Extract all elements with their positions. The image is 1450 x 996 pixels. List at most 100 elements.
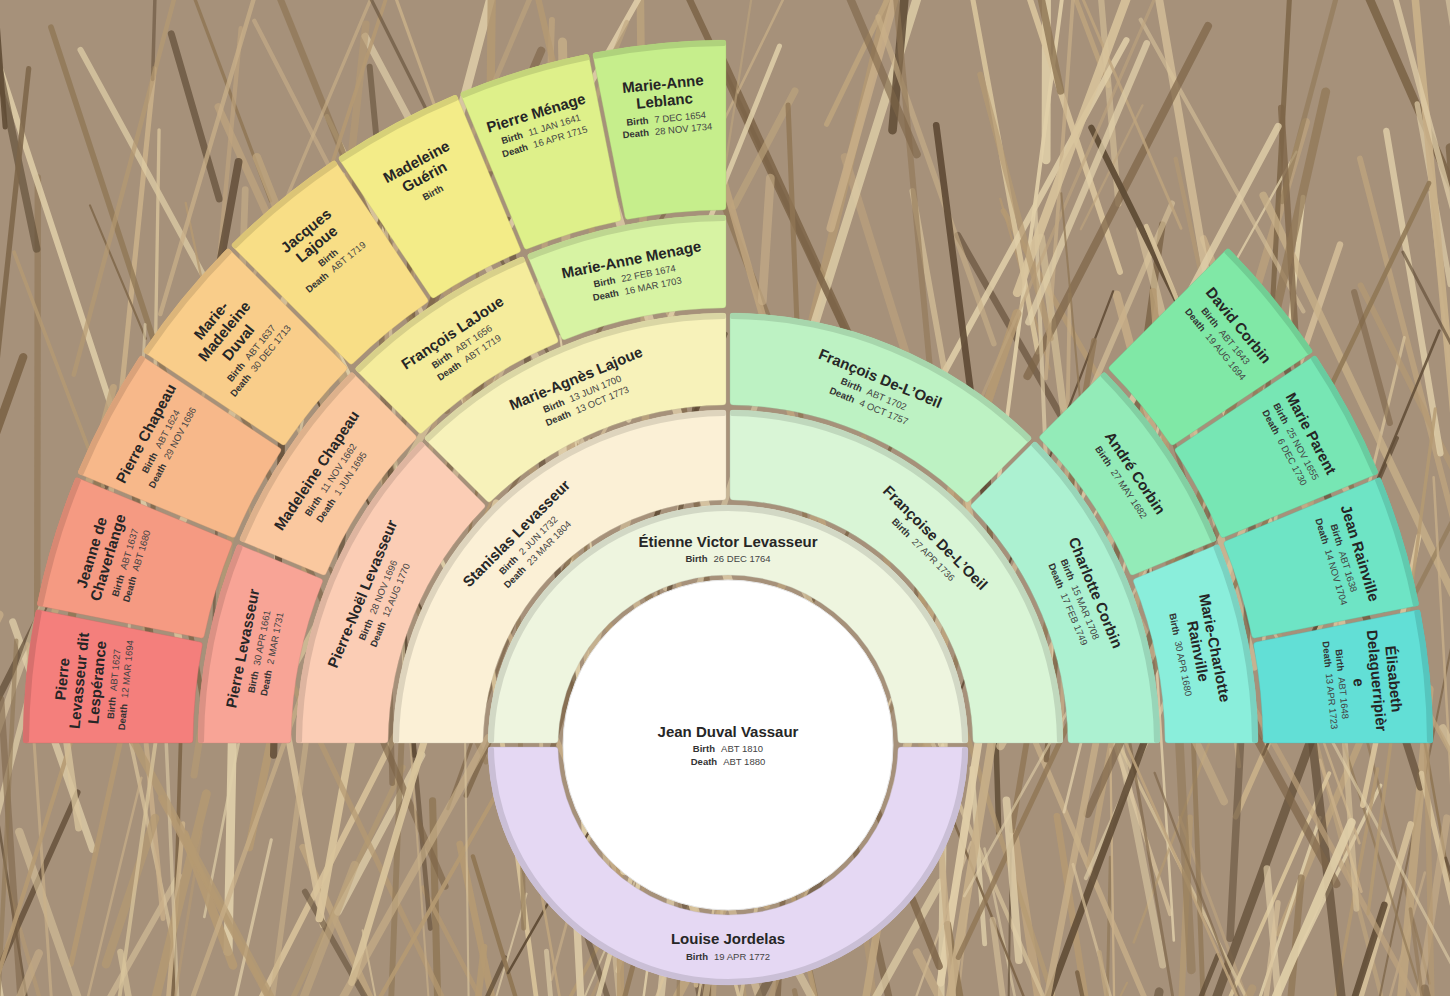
person-name: Étienne Victor Levasseur [639, 533, 818, 550]
sector-group [393, 410, 726, 743]
straw-stalk [1099, 952, 1184, 996]
sector-fill [393, 410, 726, 743]
straw-stalk [762, 178, 770, 301]
straw-stalk [1373, 0, 1450, 355]
ancestor-sector: Élisabeth DelaguerripièreBirthABT 1648De… [1250, 605, 1435, 747]
straw-stalk [844, 0, 917, 154]
sector-rim [461, 54, 590, 98]
person-name: Élisabeth Delaguerripière [1346, 626, 1408, 736]
sector-fill [1224, 478, 1419, 638]
sector-group [593, 40, 726, 219]
event-label: Death [1319, 641, 1334, 668]
sector-group [1109, 249, 1312, 445]
straw-stalk [1386, 131, 1440, 453]
straw-stalk [1282, 0, 1360, 202]
event-date: ABT 1810 [721, 743, 763, 755]
sector-rim [593, 40, 726, 59]
straw-stalk [1403, 252, 1450, 434]
event-date: ABT 1880 [723, 755, 765, 767]
straw-stalk [363, 930, 417, 996]
straw-stalk [171, 34, 219, 199]
person-name: Jean Duval Vassaur [658, 723, 799, 740]
straw-stalk [546, 951, 557, 996]
sector-shape [1250, 605, 1435, 747]
event-label: Death [691, 755, 717, 767]
straw-stalk [1354, 292, 1390, 423]
sector-fill [971, 442, 1160, 743]
sector-fill [488, 747, 968, 985]
sector-fill [1254, 610, 1433, 743]
straw-stalk [106, 818, 155, 964]
straw-stalk [1073, 864, 1199, 996]
straw-stalk [0, 357, 23, 619]
straw-stalk [403, 958, 505, 996]
sector-rim [1375, 478, 1419, 607]
straw-stalk [878, 17, 994, 344]
event-label: Death [116, 704, 131, 731]
person-label: Étienne Victor LevasseurBirth26 DEC 1764 [639, 533, 818, 566]
event-label: Birth [1332, 649, 1346, 672]
sector-group [144, 249, 347, 445]
event-label: Death [622, 126, 649, 141]
circle-fill [563, 580, 893, 910]
sector-shape [726, 408, 1065, 747]
straw-stalk [161, 865, 355, 996]
root-person-circle: Jean Duval VassaurBirthABT 1810Death ABT … [561, 578, 895, 912]
sector-group [78, 356, 281, 538]
sector-fill [730, 410, 1063, 743]
sector-fill [593, 40, 726, 219]
person-label: Jean Duval VassaurBirthABT 1810Death ABT … [658, 723, 799, 768]
straw-stalk [1431, 716, 1450, 969]
person-name: Louise Jordelas [671, 930, 785, 947]
sector-fill [78, 356, 281, 537]
person-label: Pierre Levasseur dit LespéranceBirthABT … [48, 626, 137, 739]
person-label: Marie-Anne LeblancBirth7 DEC 1654Death28… [608, 69, 722, 142]
straw-stalk [1024, 0, 1060, 91]
straw-stalk [1029, 43, 1147, 322]
straw-stalk [123, 831, 202, 996]
straw-stalk [1244, 903, 1278, 996]
straw-stalk [166, 736, 178, 996]
sector-fill [425, 313, 726, 502]
sector-group [1224, 478, 1419, 638]
straw-stalk [19, 832, 148, 996]
straw-stalk [1006, 800, 1018, 960]
straw-stalk [1434, 477, 1450, 929]
sector-rim [730, 410, 1063, 743]
straw-stalk [1017, 0, 1145, 293]
event-row: BirthABT 1810 [658, 743, 799, 755]
sector-shape [486, 743, 970, 987]
event-date: 26 DEC 1764 [714, 553, 771, 565]
straw-stalk [74, 0, 175, 375]
straw-stalk [473, 856, 518, 996]
straw-stalk [465, 726, 472, 996]
straw-stalk [423, 888, 520, 996]
event-row: Birth26 DEC 1764 [639, 553, 818, 565]
sector-fill [730, 313, 1031, 502]
sector-group [461, 54, 621, 249]
straw-stalk [546, 960, 634, 996]
ancestor-sector: Marie-Anne LeblancBirth7 DEC 1654Death28… [588, 38, 730, 223]
event-row: Birth19 APR 1772 [671, 950, 785, 962]
ancestor-sector: Stanislas LevasseurBirth2 JUN 1732Death2… [391, 408, 730, 747]
ancestor-sector: Françoise De-L’OeilBirth27 APR 1736 [726, 408, 1065, 747]
event-label: Birth [686, 950, 708, 962]
sector-group [1254, 610, 1433, 743]
sector-rim [488, 747, 968, 985]
person-label: Louise JordelasBirth19 APR 1772 [671, 930, 785, 963]
straw-stalk [1110, 749, 1117, 996]
ancestor-sector: Louise JordelasBirth19 APR 1772 [486, 743, 970, 987]
sector-group [425, 313, 726, 502]
event-row: Death ABT 1880 [658, 755, 799, 767]
event-label: Birth [626, 114, 649, 128]
sector-fill [1109, 249, 1312, 445]
straw-stalk [0, 0, 5, 127]
sector-group [730, 410, 1063, 743]
straw-stalk [927, 983, 1127, 996]
sector-rim [730, 313, 1031, 442]
straw-stalk [979, 741, 1145, 996]
straw-stalk [0, 953, 39, 996]
sector-fill [144, 249, 347, 445]
